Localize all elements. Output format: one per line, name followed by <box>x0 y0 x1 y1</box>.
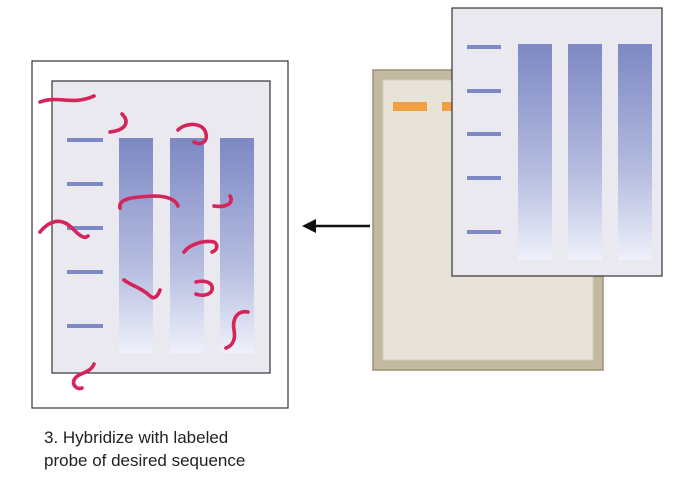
marker-band <box>467 132 501 136</box>
probe-strand <box>71 362 96 391</box>
caption-line-2: probe of desired sequence <box>44 451 246 470</box>
marker-band <box>67 138 103 142</box>
probe-strand <box>194 279 215 297</box>
marker-ladder <box>67 138 103 328</box>
probe-strand <box>38 94 96 104</box>
blot-lane-2 <box>568 44 602 260</box>
blot-lane-1 <box>518 44 552 260</box>
gel-well <box>393 102 427 111</box>
marker-band <box>467 176 501 180</box>
probe-strand <box>108 112 128 134</box>
step-caption: 3. Hybridize with labeled probe of desir… <box>44 426 344 472</box>
blot-marker-ladder <box>467 45 501 234</box>
probe-strand <box>122 278 162 300</box>
caption-line-1: 3. Hybridize with labeled <box>44 428 229 447</box>
marker-band <box>467 89 501 93</box>
gel-well <box>442 102 454 111</box>
probe-strand <box>212 194 233 209</box>
labeled-probes <box>38 94 250 391</box>
left-arrow-icon <box>302 219 370 233</box>
marker-band <box>67 182 103 186</box>
marker-band <box>67 270 103 274</box>
marker-band <box>67 324 103 328</box>
marker-band <box>467 230 501 234</box>
sample-lane-2 <box>170 138 204 353</box>
blot-lane-3 <box>618 44 652 260</box>
probe-strand <box>38 219 90 240</box>
marker-band <box>467 45 501 49</box>
probe-strand <box>182 239 219 254</box>
probe-strand <box>176 122 209 146</box>
probe-strand <box>118 194 180 210</box>
marker-band <box>67 226 103 230</box>
sample-lane-1 <box>119 138 153 353</box>
hybridized-membrane <box>31 60 289 409</box>
blot-membrane <box>451 7 663 277</box>
sample-lane-3 <box>220 138 254 353</box>
probe-strand <box>224 309 250 350</box>
